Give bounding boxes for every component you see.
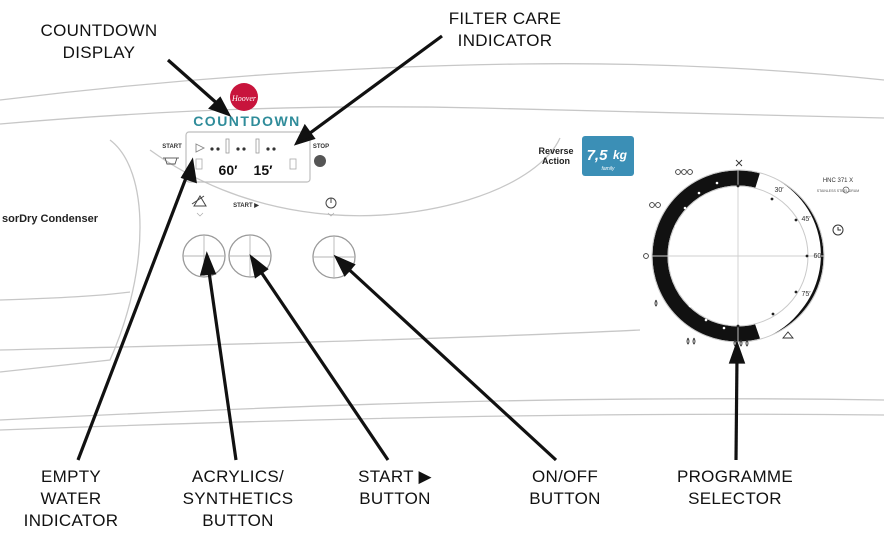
display-time-60: 60′ [219,162,239,178]
capacity-badge: 7,5 kg family [582,136,634,176]
dial-label-75: 75′ [801,291,811,298]
panel-outline [0,63,884,431]
model-sub: STAINLESS STEEL DRUM [817,189,859,193]
programme-selector-dial[interactable] [651,169,825,343]
callout-filter-care-indicator: FILTER CARE INDICATOR [448,9,562,50]
acrylics-icon [191,195,207,207]
empty-water-icon [163,157,179,165]
dial-dryness-icons [643,159,794,347]
stop-label: STOP [313,144,329,150]
callout-arrows [76,34,746,462]
start-button-label: START ▶ [233,202,259,209]
callout-start-button: START ▶ BUTTON [358,467,432,508]
capacity-sub: family [601,166,615,172]
timer-icon [832,224,844,236]
model-code: HNC 371 X [823,178,853,184]
countdown-logo-text: COUNTDOWN [193,113,301,129]
filter-care-light [289,158,297,170]
model-emblem-icon [842,186,850,194]
capacity-unit: kg [613,148,628,162]
reverse-label-line2: Action [542,156,570,166]
callout-programme-selector: PROGRAMME SELECTOR [676,467,794,508]
callout-onoff-button: ON/OFF BUTTON [529,467,601,508]
reverse-label-line1: Reverse [538,146,573,156]
hoover-brand-text: Hoover [231,94,257,103]
countdown-display-frame [185,131,311,183]
display-time-15: 15′ [254,162,274,178]
stop-indicator-light [314,155,326,167]
callout-empty-water-indicator: EMPTY WATER INDICATOR [23,467,119,530]
dial-label-45: 45′ [801,216,811,223]
start-label: START [162,144,182,150]
capacity-value: 7,5 [587,147,609,164]
acrylics-button[interactable] [182,234,226,278]
callout-countdown-display: COUNTDOWN DISPLAY [40,21,158,62]
play-triangle-icon [195,143,206,153]
callout-acrylics-button: ACRYLICS/ SYNTHETICS BUTTON [182,467,294,530]
model-name: sorDry Condenser [2,213,99,225]
dial-label-30: 30′ [774,187,784,194]
display-segments [195,138,297,170]
dial-label-60: 60′ [813,253,823,260]
power-icon [325,197,337,209]
hoover-logo: Hoover [230,83,258,111]
